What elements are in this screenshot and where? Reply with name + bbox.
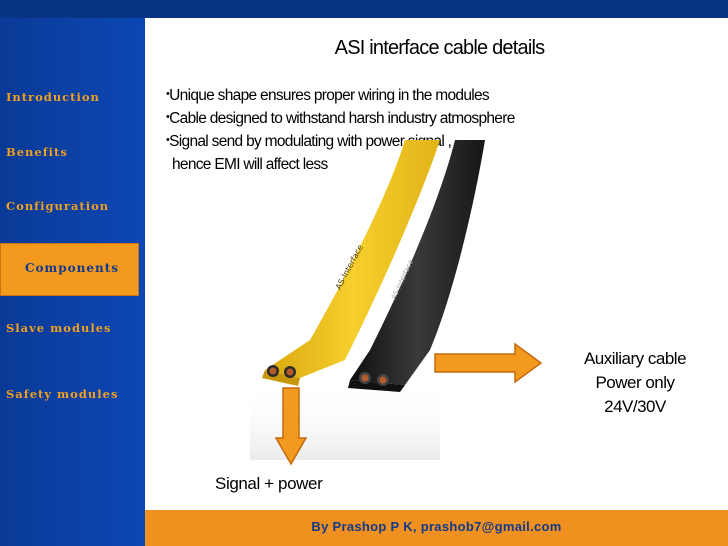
aux-label-line: Power only: [595, 373, 675, 392]
nav-item-slave-modules[interactable]: Slave modules: [6, 321, 112, 335]
signal-power-label: Signal + power: [215, 474, 323, 493]
right-arrow-icon: [433, 342, 543, 384]
nav-item-introduction[interactable]: Introduction: [6, 90, 100, 104]
sidebar-header-shade: [0, 0, 145, 18]
bullet-item: •Cable designed to withstand harsh indus…: [166, 110, 515, 127]
footer-bar: By Prashop P K, prashob7@gmail.com: [145, 510, 728, 546]
bullet-list: •Unique shape ensures proper wiring in t…: [166, 84, 646, 176]
nav-item-safety-modules[interactable]: Safety modules: [6, 387, 119, 401]
nav-item-benefits[interactable]: Benefits: [6, 145, 68, 159]
footer-credit: By Prashop P K, prashob7@gmail.com: [311, 519, 562, 534]
nav-item-components-label: Components: [25, 261, 120, 275]
aux-label-line: Auxiliary cable: [583, 349, 687, 368]
slide-title: ASI interface cable details: [334, 37, 545, 59]
bullet-item: •Unique shape ensures proper wiring in t…: [166, 87, 490, 104]
nav-item-configuration[interactable]: Configuration: [6, 199, 110, 213]
bullet-item: •Signal send by modulating with power si…: [166, 133, 452, 150]
bullet-continuation: hence EMI will affect less: [172, 156, 328, 173]
aux-label-line: 24V/30V: [604, 397, 666, 416]
header-band: [145, 0, 728, 18]
nav-item-components[interactable]: Components: [0, 243, 139, 296]
auxiliary-cable-label: Auxiliary cable Power only 24V/30V: [555, 347, 715, 419]
sidebar: Introduction Benefits Configuration Comp…: [0, 0, 145, 546]
down-arrow-icon: [274, 386, 308, 466]
